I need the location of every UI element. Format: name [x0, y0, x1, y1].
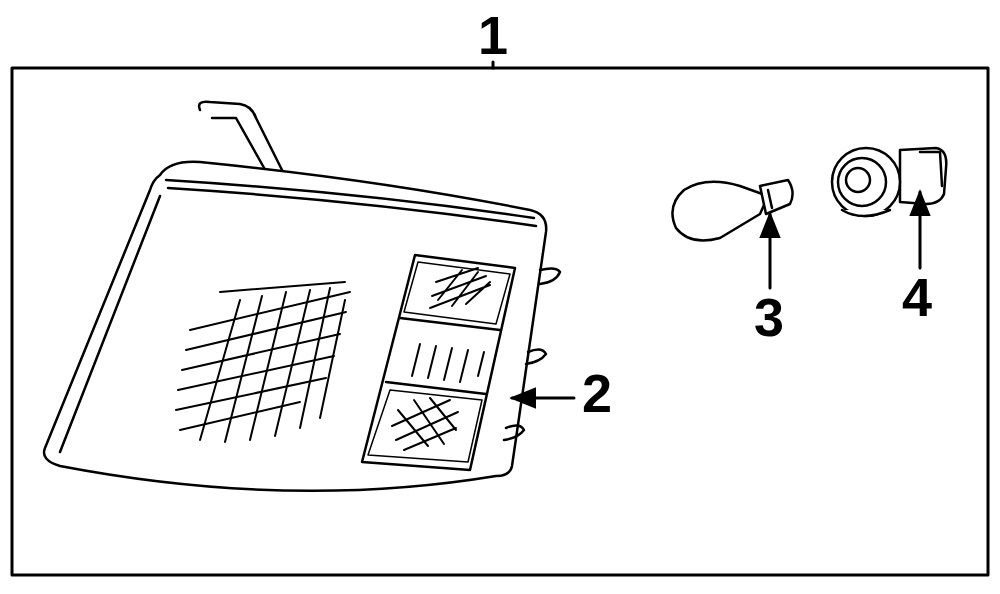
lens-pattern	[176, 268, 490, 450]
callout-number: 1	[478, 8, 508, 62]
callout-number: 2	[582, 366, 612, 420]
bulb	[672, 180, 792, 240]
leader-line	[512, 397, 574, 400]
socket	[832, 148, 946, 216]
corner-lamp	[44, 102, 560, 491]
assembly-frame	[12, 68, 988, 575]
frame-tick	[492, 62, 495, 68]
leader-line	[919, 192, 922, 268]
leader-line	[769, 214, 772, 288]
callout-number: 3	[754, 290, 784, 344]
callout-number: 4	[902, 270, 932, 324]
